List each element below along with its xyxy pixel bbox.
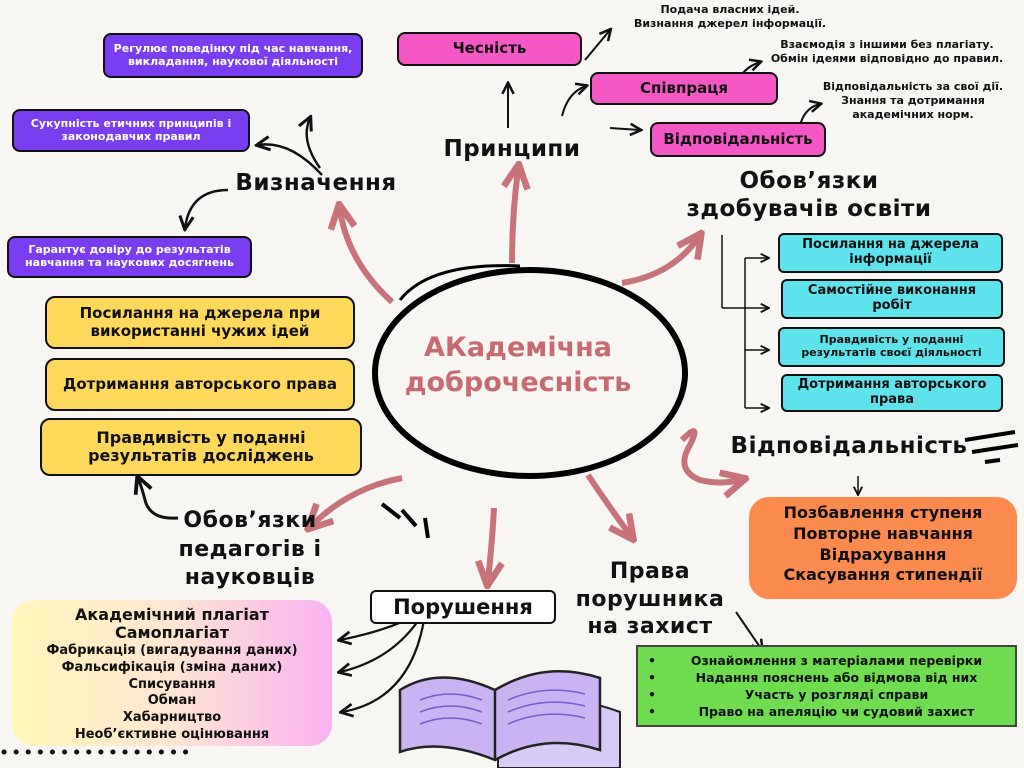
arrow-to-teachers [312, 475, 403, 525]
principle-honesty-note: Подача власних ідей. Визнання джерел інф… [633, 3, 827, 30]
student-duty-1: Посилання на джерела інформації [778, 233, 1003, 273]
def-arrow-2 [258, 144, 323, 176]
rights-item: Право на апеляцію чи судовий захист [648, 704, 1009, 721]
rights-item: Надання пояснень або відмова від них [648, 670, 1009, 687]
violation-item: Необ’єктивне оцінювання [74, 727, 270, 743]
rights-arrow [735, 611, 762, 650]
arrow-to-definition [340, 210, 395, 305]
definition-item-1: Регулює поведінку під час навчання, викл… [103, 33, 363, 78]
student-duty-3: Правдивість у поданні результатів своєї … [778, 327, 1005, 367]
responsibility-item: Позбавлення ступеня [783, 503, 983, 522]
principle-cooperation-note: Взаємодія з іншими без плагіату. Обмін і… [770, 38, 1004, 65]
definition-heading: Визначення [235, 170, 397, 196]
student-duty-4: Дотримання авторського права [781, 374, 1003, 412]
arrow-to-rights [585, 473, 630, 535]
arrow-to-responsibility [679, 428, 740, 482]
def-arrow-1 [307, 118, 321, 169]
teacher-duty-3: Правдивість у поданні результатів дослід… [40, 418, 362, 476]
violation-item: Обман [147, 693, 197, 709]
rights-item: Участь у розгляді справи [648, 687, 1009, 704]
book-icon [398, 670, 621, 768]
principle-responsibility-note: Відповідальність за свої дії. Знання та … [822, 80, 1004, 121]
violations-list: Академічний плагіат Самоплагіат Фабрикац… [12, 600, 332, 746]
arrow-to-principles [512, 170, 518, 264]
doodle-ticks [380, 502, 430, 539]
principle-honesty: Чесність [397, 32, 582, 66]
teachers-curl-arrow [138, 478, 179, 520]
definition-item-2: Сукупність етичних принципів і законодав… [12, 109, 250, 152]
teacher-duty-2: Дотримання авторського права [45, 358, 355, 411]
rights-list: Ознайомлення з матеріалами перевірки Над… [636, 645, 1017, 727]
center-title: АКадемічна доброчесність [383, 330, 653, 400]
rights-item: Ознайомлення з матеріалами перевірки [648, 653, 1009, 670]
violations-heading: Порушення [370, 590, 556, 624]
principle-cooperation: Співпраця [590, 72, 778, 105]
responsibility-item: Відрахування [819, 544, 947, 564]
center-title-line2: доброчесність [404, 367, 632, 399]
prin-arrow-3 [609, 128, 640, 130]
responsibility-item: Скасування стипендії [783, 565, 983, 585]
prin-arrow-2 [561, 86, 586, 117]
violation-item: Фальсифікація (зміна даних) [61, 659, 283, 675]
violation-item: Академічний плагіат [75, 605, 269, 624]
responsibility-heading: Відповідальність [730, 433, 968, 459]
doodle-ticks-right [964, 430, 1019, 464]
student-duty-2: Самостійне виконання робіт [781, 279, 1003, 319]
rights-heading: Права порушника на захист [575, 559, 725, 639]
violation-item: Хабарництво [122, 710, 222, 726]
principles-heading: Принципи [443, 136, 581, 162]
prin-note-arrow-1 [584, 30, 610, 61]
definition-item-3: Гарантує довіру до результатів навчання … [7, 236, 252, 278]
responsibility-item: Повторне навчання [793, 523, 973, 543]
arrow-to-students [621, 238, 698, 286]
viol-arrow-3 [342, 619, 426, 712]
def-arrow-3 [185, 188, 229, 228]
viol-arrow-2 [340, 617, 421, 672]
center-ellipse [372, 267, 688, 479]
arrow-to-violations [488, 507, 494, 580]
students-bracket [721, 235, 746, 408]
center-ellipse-stroke [398, 264, 521, 301]
violation-item: Списування [128, 676, 216, 692]
violation-item: Фабрикація (вигадування даних) [46, 642, 298, 658]
responsibility-list: Позбавлення ступеня Повторне навчання Ві… [749, 497, 1017, 599]
principle-responsibility: Відповідальність [650, 122, 826, 157]
center-title-line1: АКадемічна [423, 332, 613, 363]
violation-item: Самоплагіат [114, 623, 230, 643]
teacher-duty-1: Посилання на джерела при використанні чу… [45, 296, 355, 349]
students-heading: Обов’язки здобувачів освіти [686, 168, 932, 222]
teachers-heading: Обов’язки педагогів і науковців [178, 508, 322, 591]
